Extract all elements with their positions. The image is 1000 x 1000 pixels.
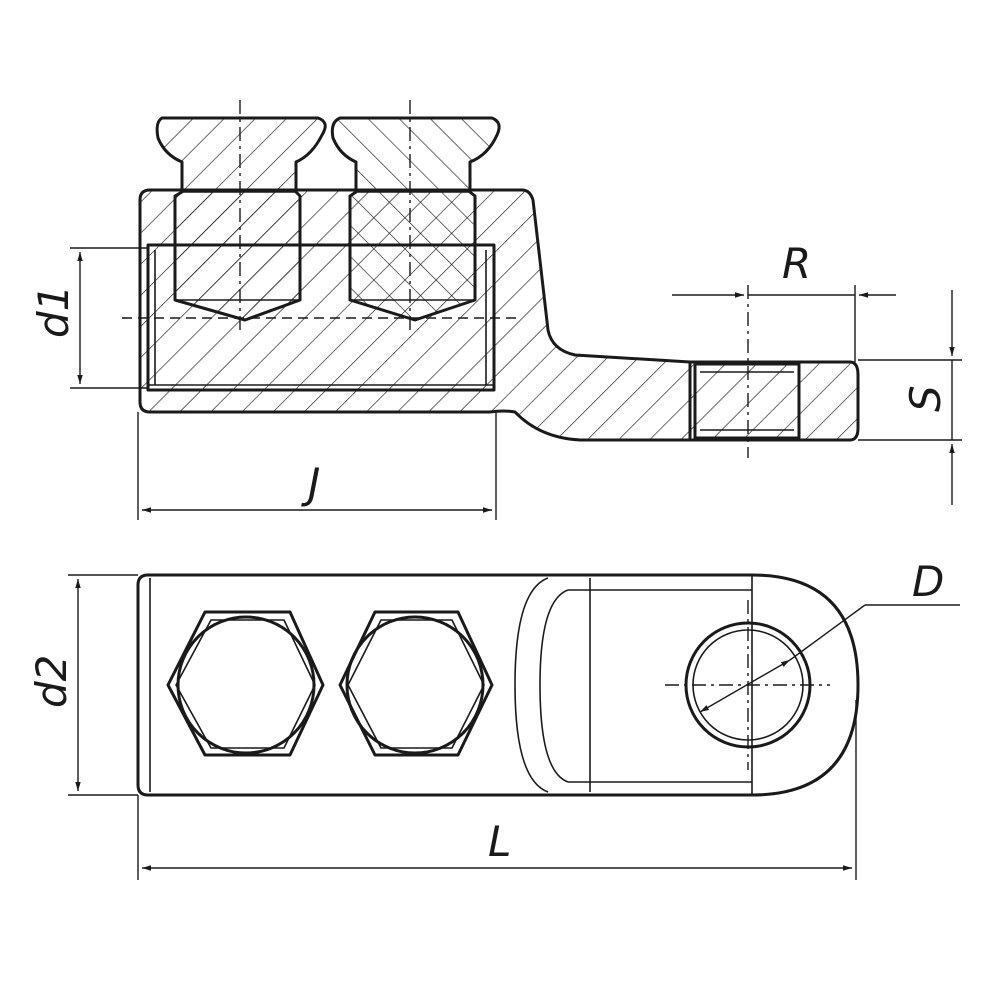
plan-view: D d2 L [27,557,960,880]
label-d2: d2 [27,655,76,708]
dimension-S: S [858,290,962,505]
dimension-R: R [672,239,896,362]
label-S: S [901,385,950,412]
bolt-hole-section [693,362,801,440]
shear-bolt-right [330,116,501,322]
hex-bolt-head-left [166,610,325,757]
label-J: J [301,459,320,508]
label-D: D [912,557,944,606]
lug-body-plan [136,573,860,797]
dimension-D: D [699,557,960,713]
dimension-L: L [137,700,857,880]
label-L: L [488,817,511,866]
section-view: d1 J R S [29,100,962,520]
dimension-d1: d1 [29,247,148,389]
shear-bolt-left [155,116,327,322]
label-R: R [782,239,811,288]
dimension-d2: d2 [27,574,138,796]
dimension-J: J [137,412,497,520]
hex-bolt-head-right [338,610,494,757]
palm-end [688,360,860,442]
label-d1: d1 [29,285,78,338]
